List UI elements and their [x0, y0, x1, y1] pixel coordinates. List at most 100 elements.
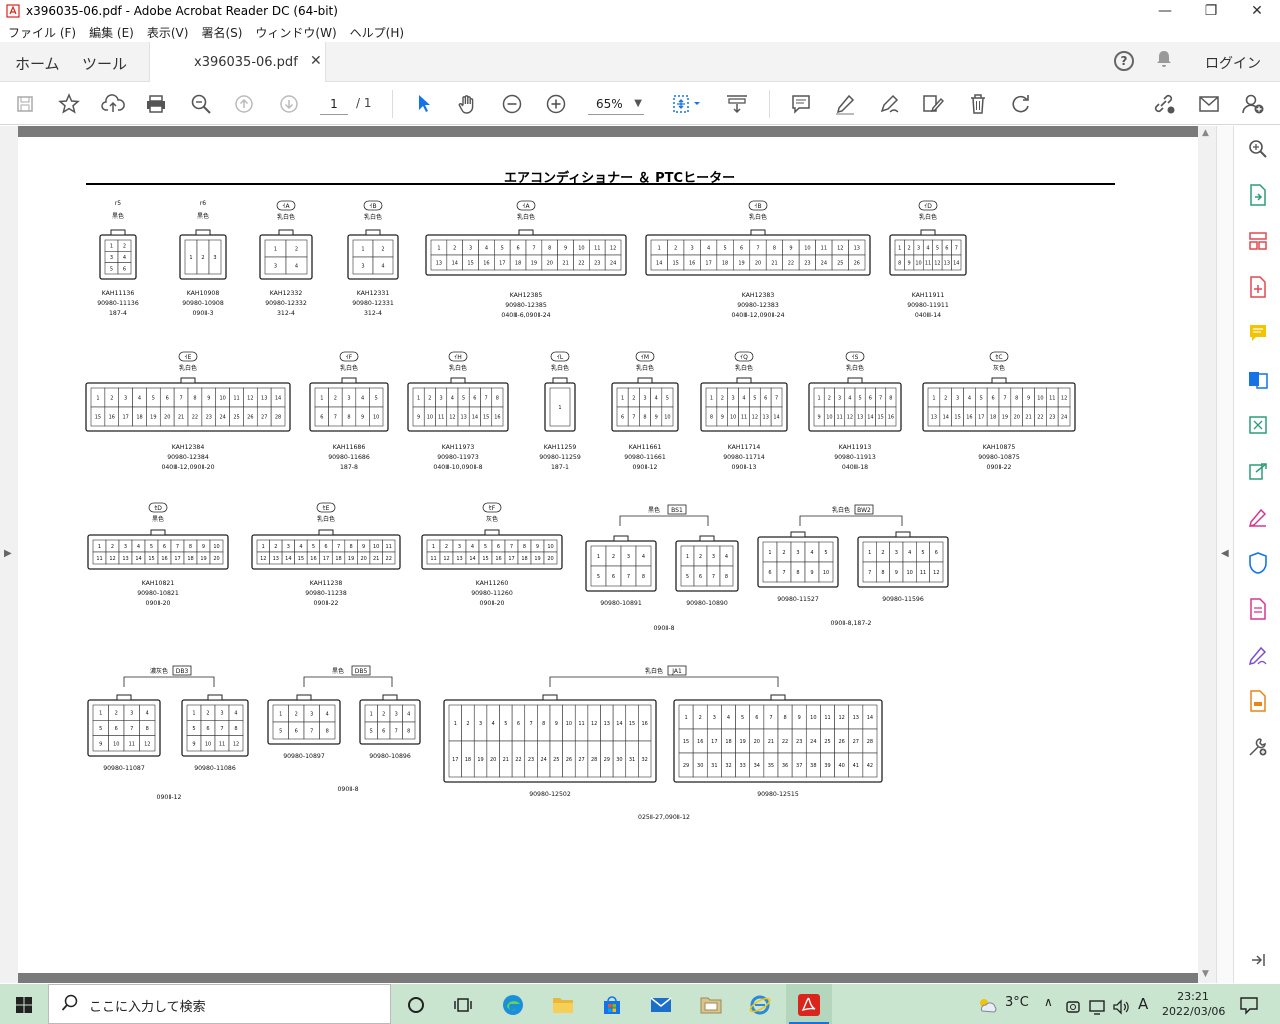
scroll-mode-icon[interactable] — [723, 91, 751, 117]
protect-icon[interactable] — [1246, 551, 1270, 575]
pin-number: 4 — [123, 255, 126, 261]
part-number: 187-4 — [109, 310, 127, 317]
previous-page-icon[interactable] — [231, 91, 257, 117]
hand-tool-icon[interactable] — [455, 91, 481, 117]
pin-number: 5 — [192, 726, 195, 732]
cortana-icon[interactable] — [403, 992, 429, 1018]
highlight-pen-icon[interactable] — [832, 91, 858, 117]
pin-number: 2 — [632, 396, 635, 402]
email-icon[interactable] — [1196, 91, 1222, 117]
connector-latch — [736, 377, 752, 384]
next-page-icon[interactable] — [276, 91, 302, 117]
export-pdf-icon[interactable] — [1246, 183, 1270, 207]
close-button[interactable]: ✕ — [1251, 3, 1263, 19]
select-cursor-icon[interactable] — [411, 91, 437, 117]
chevron-up-icon[interactable]: ∧ — [1044, 995, 1053, 1009]
request-signature-icon[interactable] — [1246, 643, 1270, 667]
taskbar-search-box[interactable]: ここに入力して検索 — [48, 984, 391, 1024]
pin-number: 23 — [804, 261, 810, 267]
draw-pen-icon[interactable] — [876, 91, 902, 117]
edit-text-icon[interactable] — [920, 91, 946, 117]
connector-tag — [448, 351, 468, 362]
volume-icon[interactable] — [1111, 994, 1131, 1020]
edit-pdf-icon[interactable] — [1246, 597, 1270, 621]
internet-explorer-icon[interactable] — [747, 992, 773, 1018]
prepare-form-icon[interactable] — [1246, 689, 1270, 713]
comment-icon[interactable] — [788, 91, 814, 117]
pin-number: 7 — [775, 396, 778, 402]
camera-icon[interactable] — [1063, 994, 1083, 1020]
zoom-search-icon[interactable] — [188, 91, 214, 117]
pin-number: 9 — [536, 544, 539, 550]
save-icon[interactable] — [12, 91, 38, 117]
collapse-right-icon[interactable]: ◀ — [1221, 548, 1229, 559]
menu-window[interactable]: ウィンドウ(W) — [255, 25, 337, 40]
weather-icon[interactable] — [975, 992, 999, 1018]
microsoft-store-icon[interactable] — [599, 992, 625, 1018]
create-pdf-icon[interactable] — [1246, 275, 1270, 299]
connector-color: 乳白色 — [449, 364, 467, 372]
tab-tools[interactable]: ツール — [82, 55, 128, 73]
windows-start-icon[interactable] — [11, 992, 37, 1018]
pin-number: 2 — [201, 255, 204, 261]
menu-help[interactable]: ヘルプ(H) — [349, 25, 405, 40]
pin-number: 25 — [233, 415, 239, 421]
acrobat-taskbar-icon[interactable] — [796, 992, 822, 1018]
zoom-in-icon[interactable] — [543, 91, 569, 117]
add-user-icon[interactable] — [1240, 91, 1266, 117]
group-tag: DB5 — [355, 668, 368, 675]
login-button[interactable]: ログイン — [1205, 56, 1261, 72]
file-explorer-icon[interactable] — [550, 992, 576, 1018]
mail-icon[interactable] — [648, 992, 674, 1018]
edge-browser-icon[interactable] — [500, 992, 526, 1018]
menu-file[interactable]: ファイル (F) — [8, 25, 77, 40]
trash-icon[interactable] — [965, 91, 991, 117]
taskbar-active-app[interactable] — [786, 984, 832, 1024]
network-icon[interactable] — [1087, 994, 1107, 1020]
left-panel-toggle[interactable]: ▶ — [0, 126, 18, 983]
zoom-tool-icon[interactable] — [1246, 137, 1270, 161]
zoom-level-dropdown[interactable]: 65%▼ — [588, 93, 644, 115]
minimize-button[interactable]: — — [1158, 3, 1172, 19]
compress-pdf-icon[interactable] — [1246, 413, 1270, 437]
scroll-up-icon[interactable]: ▲ — [1202, 128, 1209, 138]
notification-icon[interactable] — [1236, 992, 1262, 1018]
organize-pages-icon[interactable] — [1246, 229, 1270, 253]
clock[interactable]: 23:21 2022/03/06 — [1162, 989, 1225, 1019]
more-tools-icon[interactable] — [1246, 735, 1270, 759]
pin-cell — [549, 387, 571, 427]
menu-view[interactable]: 表示(V) — [146, 25, 189, 40]
menu-sign[interactable]: 署名(S) — [201, 25, 243, 40]
page-number-input[interactable]: 1 — [320, 93, 348, 115]
tab-home[interactable]: ホーム — [15, 55, 60, 73]
comment-tool-icon[interactable] — [1246, 321, 1270, 345]
maximize-button[interactable]: ❐ — [1204, 3, 1218, 19]
vertical-scrollbar[interactable]: ▲ ▼ — [1198, 126, 1216, 983]
pin-number: 10 — [427, 415, 433, 421]
print-icon[interactable] — [143, 91, 169, 117]
scroll-down-icon[interactable]: ▼ — [1202, 969, 1209, 979]
part-number: 040Ⅲ-10,090Ⅱ-8 — [433, 464, 482, 471]
fit-page-icon[interactable] — [668, 91, 704, 117]
rotate-icon[interactable] — [1008, 91, 1034, 117]
folder-icon[interactable] — [698, 992, 724, 1018]
combine-files-icon[interactable] — [1246, 367, 1270, 391]
menu-edit[interactable]: 編集 (E) — [89, 25, 134, 40]
pin-number: 14 — [135, 556, 141, 562]
bell-icon[interactable] — [1156, 50, 1172, 73]
pin-number: 1 — [454, 721, 457, 727]
expand-left-icon[interactable]: ▶ — [4, 548, 12, 559]
zoom-out-icon[interactable] — [499, 91, 525, 117]
collapse-panel-icon[interactable] — [1246, 948, 1270, 972]
tab-document[interactable]: x396035-06.pdf ✕ — [149, 42, 326, 82]
right-panel-toggle-strip[interactable]: ◀ — [1216, 126, 1233, 983]
tab-close-icon[interactable]: ✕ — [310, 53, 322, 69]
fill-sign-icon[interactable] — [1246, 505, 1270, 529]
ime-indicator[interactable]: A — [1138, 995, 1149, 1013]
share-link-icon[interactable] — [1151, 91, 1177, 117]
upload-cloud-icon[interactable] — [100, 91, 126, 117]
send-review-icon[interactable] — [1246, 459, 1270, 483]
help-icon[interactable]: ? — [1114, 51, 1134, 71]
star-icon[interactable] — [56, 91, 82, 117]
task-view-icon[interactable] — [450, 992, 476, 1018]
